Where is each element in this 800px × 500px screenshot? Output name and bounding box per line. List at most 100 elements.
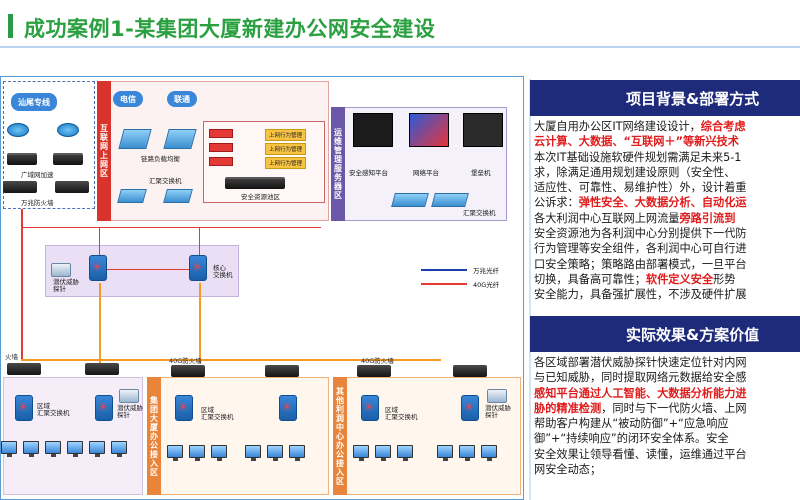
sec-platform-tile <box>353 113 393 147</box>
panel-text-segment: 行为管理等安全组件，各利润中心可自行进 <box>534 242 747 256</box>
network-diagram: 汕尾专线 广域网加速 万兆防火墙 互联网上网区 电信 联通 链路负载均衡 汇聚交… <box>0 76 524 500</box>
link-line <box>21 227 321 228</box>
online-behavior-box: 上网行为管理 <box>265 143 307 155</box>
panel-text-segment: 胁的精准检测 <box>534 401 602 415</box>
panel-text-line: 网安全动态； <box>534 462 800 477</box>
area-agg-left-label: 区域 汇聚交换机 <box>37 402 70 417</box>
link-line <box>99 283 101 363</box>
legend-10g-line <box>421 269 467 271</box>
panel-text-line: 大厦自用办公区IT网络建设设计，综合考虑 <box>534 119 800 134</box>
probe-icon <box>119 389 139 403</box>
pc-icon <box>1 441 17 457</box>
pc-icon <box>45 441 61 457</box>
core-switch-label: 核心 交换机 <box>213 264 233 279</box>
core-switch-icon <box>361 395 379 421</box>
group-access-zone <box>147 377 329 495</box>
branch-zone-label: 其他利润中心办公接入区 <box>333 377 347 495</box>
panel-text-segment: 弹性安全、大数据分析、自动化运 <box>578 196 747 210</box>
core-switch-icon <box>15 395 33 421</box>
online-behavior-box: 上网行为管理 <box>265 157 307 169</box>
pc-icon <box>481 445 497 461</box>
section-1-title: 项目背景&部署方式 <box>626 89 760 108</box>
pc-icon <box>23 441 39 457</box>
pc-icon <box>289 445 305 461</box>
security-appliance-icon <box>209 143 233 152</box>
section-1-body: 大厦自用办公区IT网络建设设计，综合考虑云计算、大数据、“互联网＋”等新兴技术本… <box>534 119 800 307</box>
panel-text-line: 感知平台通过人工智能、大数据分析能力进 <box>534 386 800 401</box>
panel-text-line: 公诉求：弹性安全、大数据分析、自动化运 <box>534 195 800 210</box>
core-switch-icon <box>279 395 297 421</box>
panel-text-line: 本次IT基础设施软硬件规划需满足未来5-1 <box>534 150 800 165</box>
title-divider <box>0 46 800 48</box>
probe-icon <box>51 263 71 277</box>
section-2-title: 实际效果&方案价值 <box>626 325 760 344</box>
core-switch-icon <box>89 255 107 281</box>
page-title: 成功案例1-某集团大厦新建办公网安全建设 <box>24 17 436 41</box>
pc-icon <box>189 445 205 461</box>
isp-zone-box <box>3 81 95 209</box>
panel-text-segment: 旁路引流到 <box>679 211 736 225</box>
panel-text-segment: 网安全动态； <box>534 463 602 477</box>
section-1-header: 项目背景&部署方式 <box>530 80 800 116</box>
panel-text-segment: 帮助客户构建从“被动防御”+“应急响应 <box>534 417 729 431</box>
switch-icon <box>117 189 147 203</box>
panel-text-segment: 综合考虑 <box>700 120 746 133</box>
pc-icon <box>111 441 127 457</box>
sec-pool-label: 安全资源池区 <box>241 193 280 201</box>
panel-text-segment: 安全能力，具备强扩展性，不涉及硬件扩展 <box>534 288 747 302</box>
pc-icon <box>67 441 83 457</box>
title-bar: 成功案例1-某集团大厦新建办公网安全建设 <box>8 6 618 42</box>
group-zone-label: 集团大厦办公接入区 <box>147 377 161 495</box>
panel-text-line: 安全能力，具备强扩展性，不涉及硬件扩展 <box>534 287 800 302</box>
bastion-tile <box>463 113 503 147</box>
panel-text-segment: 本次IT基础设施软硬件规划需满足未来5-1 <box>534 150 742 164</box>
firewall-icon <box>3 181 37 193</box>
panel-text-segment: 软件定义安全 <box>645 272 714 286</box>
area-agg-right-label: 区域 汇聚交换机 <box>385 406 418 421</box>
core-probe-label: 潜伏威胁 探针 <box>53 278 79 293</box>
legend-10g-text: 万兆光纤 <box>473 267 499 275</box>
security-appliance-icon <box>209 129 233 138</box>
panel-text-line: 安全效果让领导看懂、读懂，运维通过平台 <box>534 447 800 462</box>
probe-left-label: 潜伏威胁 探针 <box>117 404 143 419</box>
panel-text-line: 口安全策略；策略路由部署模式，一旦平台 <box>534 257 800 272</box>
probe-right-label: 潜伏威胁 探针 <box>485 404 511 419</box>
panel-text-segment: 口安全策略；策略路由部署模式，一旦平台 <box>534 257 747 271</box>
bastion-label: 堡垒机 <box>471 169 491 177</box>
firewall-icon <box>171 365 205 377</box>
firewall-icon <box>85 363 119 375</box>
link-line <box>21 209 23 359</box>
lb-label: 链路负载均衡 <box>141 155 180 163</box>
pc-icon <box>459 445 475 461</box>
panel-text-segment: 与已知威胁，同时提取网络元数据给安全感 <box>534 371 747 385</box>
sec-platform-label: 安全感知平台 <box>349 169 388 177</box>
panel-text-segment: 安全效果让领导看懂、读懂，运维通过平台 <box>534 447 747 461</box>
pc-icon <box>353 445 369 461</box>
agg-switch-label: 汇聚交换机 <box>149 177 182 185</box>
panel-text-line: 求，除满足通用规划建设原则（安全性、 <box>534 165 800 180</box>
net-platform-tile <box>409 113 449 147</box>
link-line <box>199 227 200 255</box>
panel-text-segment: 公诉求： <box>534 196 579 210</box>
core-switch-icon <box>189 255 207 281</box>
ops-agg-label: 汇聚交换机 <box>463 209 496 217</box>
fw-40g-right-label: 40G防火墙 <box>361 357 394 365</box>
link-line <box>21 359 441 361</box>
link-line <box>199 283 201 363</box>
panel-divider <box>529 79 531 500</box>
title-accent-bar <box>8 14 13 38</box>
dc-firewall-label: 万兆防火墙 <box>21 199 54 207</box>
panel-text-segment: 御”+“持续响应”的闭环安全体系。安全 <box>534 432 729 446</box>
net-platform-label: 网络平台 <box>413 169 439 177</box>
panel-text-line: 帮助客户构建从“被动防御”+“应急响应 <box>534 416 800 431</box>
panel-text-segment: ，同时与下一代防火墙、上网 <box>601 401 747 415</box>
panel-text-line: 胁的精准检测，同时与下一代防火墙、上网 <box>534 401 800 416</box>
panel-text-line: 安全资源池为各利润中心分别提供下一代防 <box>534 226 800 241</box>
panel-text-segment: 求，除满足通用规划建设原则（安全性、 <box>534 165 736 179</box>
panel-text-line: 各大利润中心互联网上网流量旁路引流到 <box>534 211 800 226</box>
panel-text-line: 御”+“持续响应”的闭环安全体系。安全 <box>534 431 800 446</box>
router-icon <box>57 123 79 137</box>
section-2-body: 各区域部署潜伏威胁探针快速定位针对内网与已知威胁，同时提取网络元数据给安全感感知… <box>534 355 800 500</box>
internet-zone-label: 互联网上网区 <box>97 81 111 221</box>
server-icon <box>53 153 83 165</box>
